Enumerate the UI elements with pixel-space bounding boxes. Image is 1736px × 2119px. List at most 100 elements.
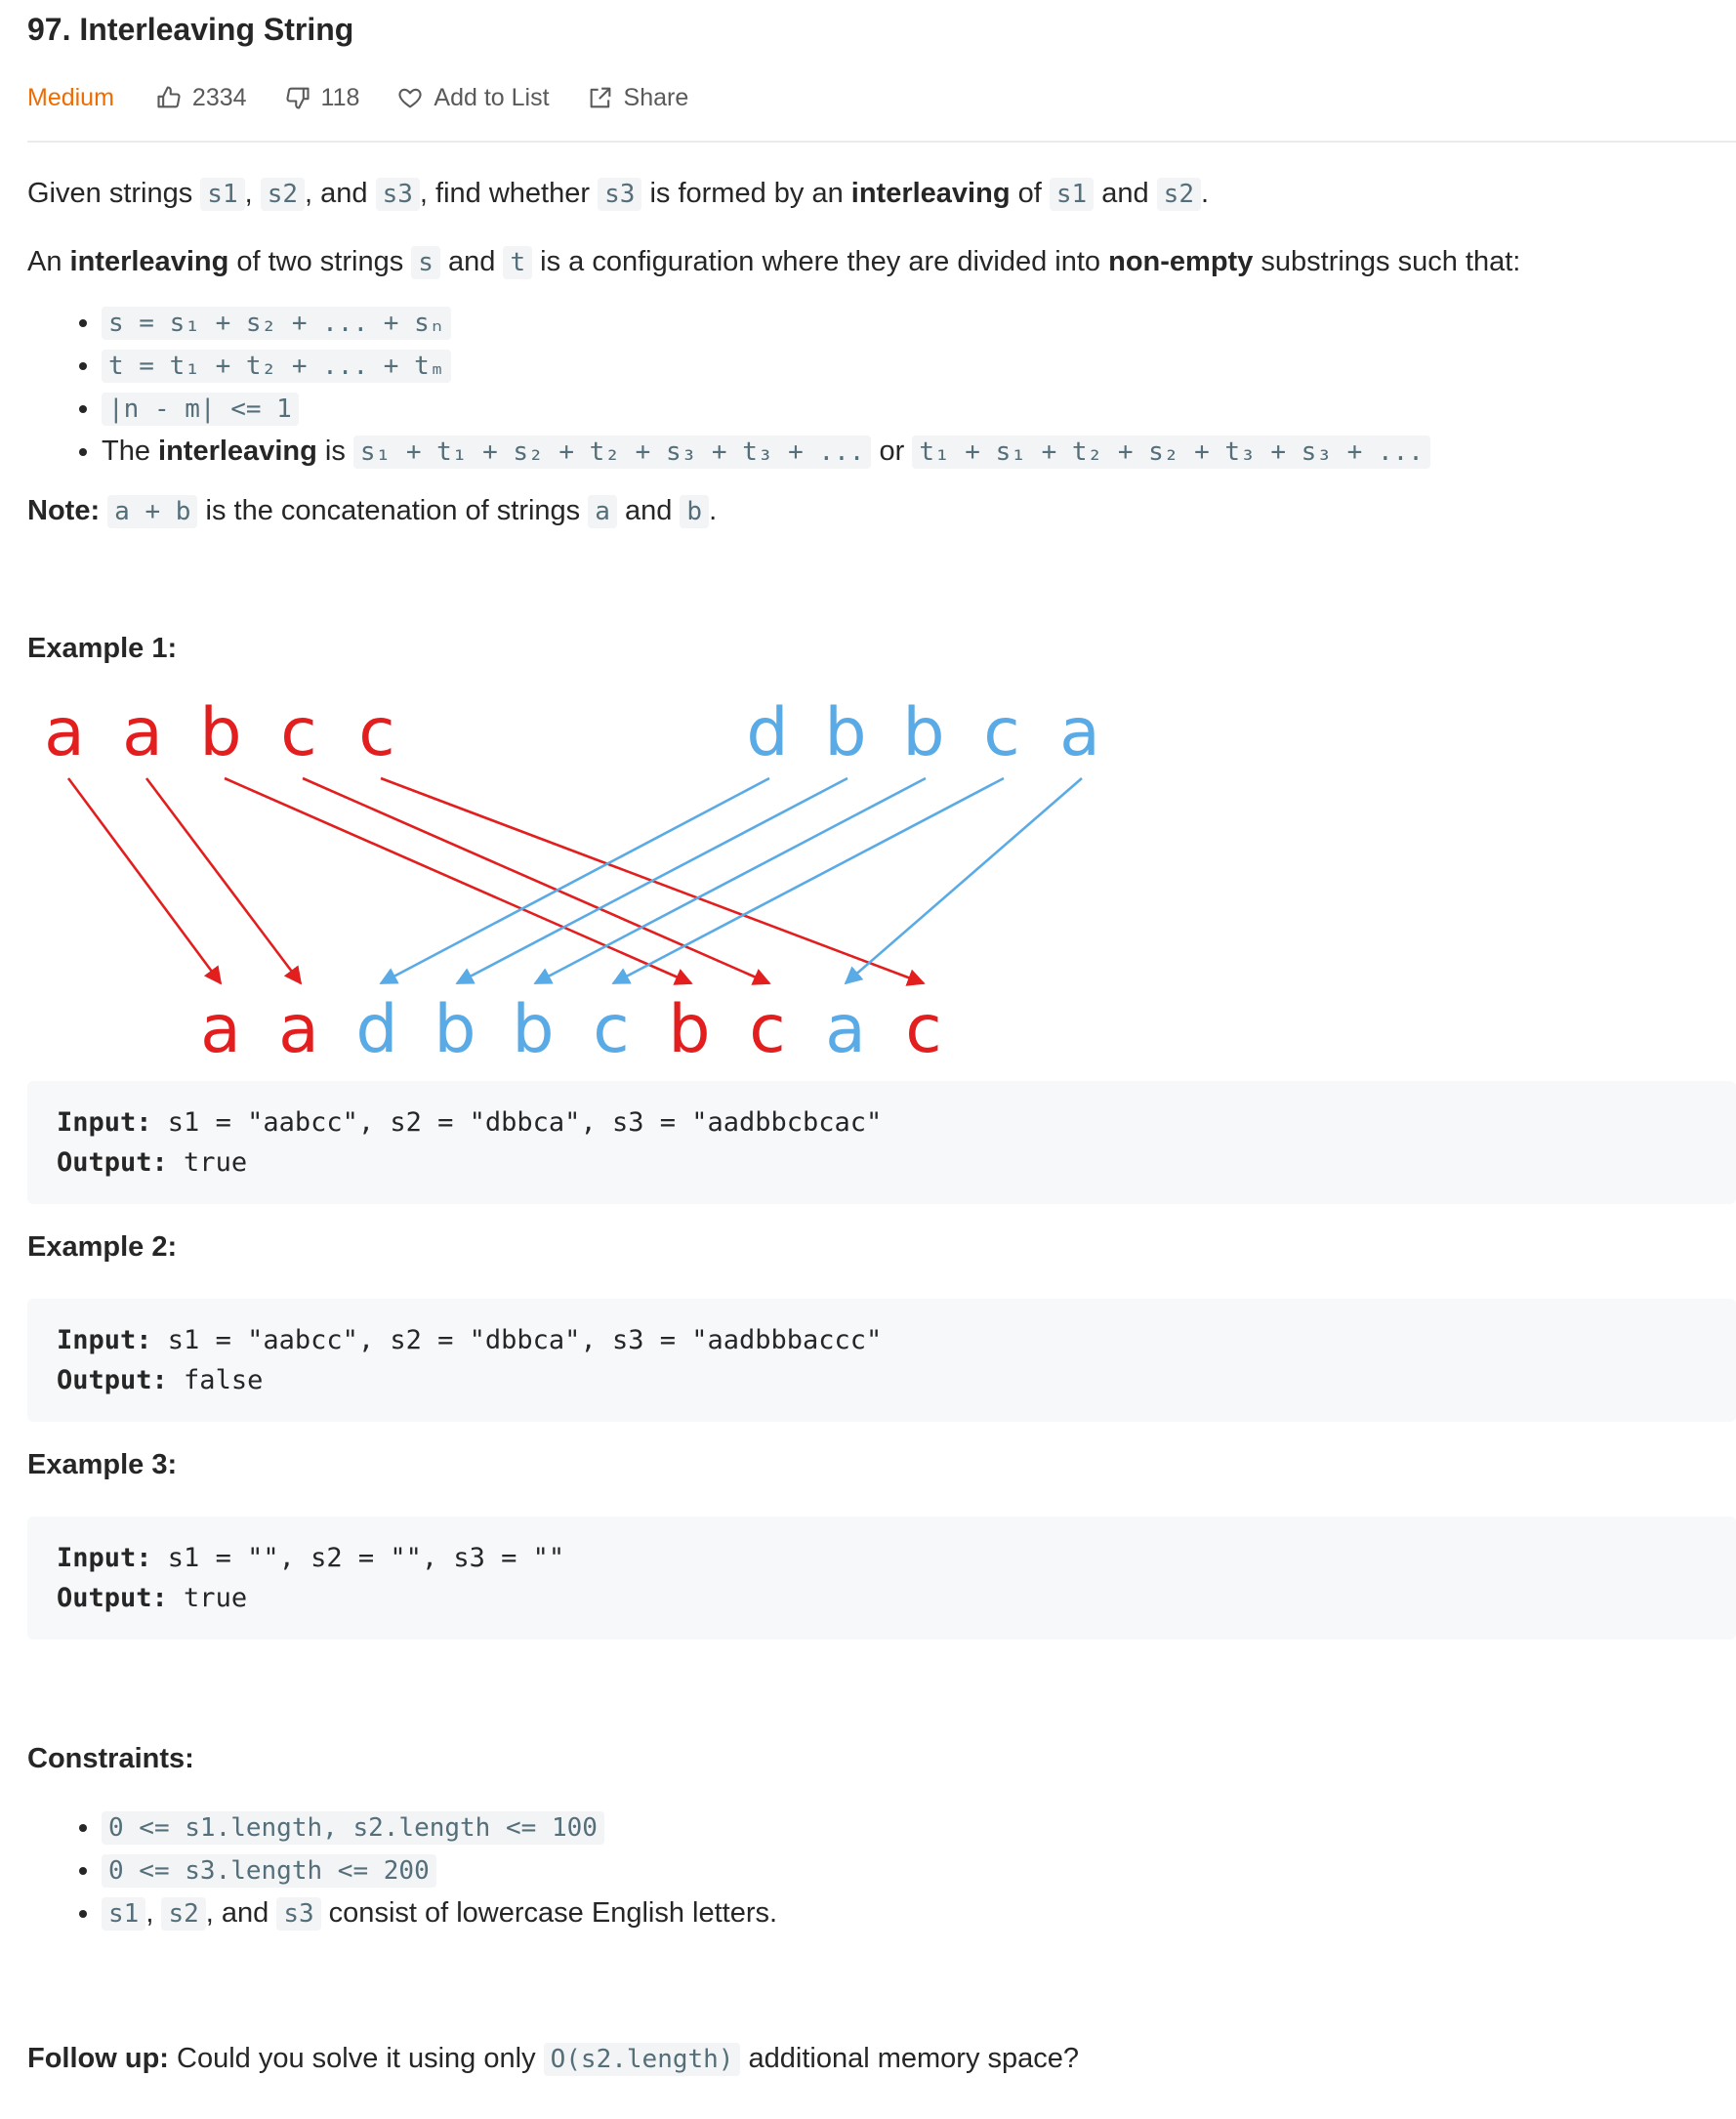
example-3-block: Input: s1 = "", s2 = "", s3 = "" Output:… — [27, 1516, 1736, 1640]
text: or — [871, 435, 913, 467]
s2-letter: c — [983, 694, 1019, 771]
text: , — [145, 1896, 162, 1929]
code-s-equation: s = s₁ + s₂ + ... + sₙ — [102, 306, 452, 340]
problem-description: Given strings s1, s2, and s3, find wheth… — [27, 166, 1736, 2081]
s2-letter: b — [824, 694, 866, 771]
s2-letter: a — [1059, 694, 1100, 771]
s3-letter: a — [200, 991, 241, 1068]
example-output: false — [167, 1364, 264, 1395]
like-button[interactable]: 2334 — [155, 84, 247, 112]
add-to-list-button[interactable]: Add to List — [396, 84, 550, 112]
text: consist of lowercase English letters. — [320, 1896, 778, 1929]
text: . — [1200, 178, 1210, 209]
s2-letter: b — [902, 694, 944, 771]
text: Could you solve it using only — [168, 2042, 544, 2074]
constraints-list: 0 <= s1.length, s2.length <= 100 0 <= s3… — [27, 1807, 1736, 1935]
s3-letter: b — [668, 991, 710, 1068]
text: and — [439, 245, 504, 277]
list-item: t = t₁ + t₂ + ... + tₘ — [102, 345, 1736, 388]
s3-letter: a — [825, 991, 866, 1068]
text: is a configuration where they are divide… — [532, 245, 1109, 277]
text: substrings such that: — [1253, 245, 1521, 277]
problem-meta-bar: Medium 2334 118 Add to List Share — [27, 76, 725, 119]
text: is the concatenation of strings — [197, 494, 589, 526]
text: is formed by an — [641, 178, 851, 209]
s3-letter: d — [355, 991, 397, 1068]
thumbs-down-icon — [285, 87, 310, 109]
share-button[interactable]: Share — [587, 84, 688, 112]
s1-letter: a — [122, 694, 163, 771]
code-s3: s3 — [375, 178, 420, 211]
list-item: 0 <= s3.length <= 200 — [102, 1849, 1736, 1892]
code-interleave-2: t₁ + s₁ + t₂ + s₂ + t₃ + s₃ + ... — [912, 435, 1430, 469]
dislike-button[interactable]: 118 — [284, 84, 359, 112]
s1-arrow-3 — [224, 776, 693, 985]
s3-letter: a — [278, 991, 319, 1068]
s2-arrow-1 — [379, 776, 770, 984]
text: , — [244, 178, 261, 209]
share-icon — [590, 87, 610, 108]
output-label: Output: — [57, 1364, 168, 1395]
s2-letters: d b b c a — [746, 694, 1099, 771]
note-paragraph: Note: a + b is the concatenation of stri… — [27, 489, 1736, 533]
code-t: t — [503, 245, 533, 279]
example-input: s1 = "", s2 = "", s3 = "" — [151, 1542, 565, 1573]
text: Given strings — [27, 178, 201, 209]
s1-letter: c — [280, 694, 316, 771]
code-b: b — [680, 494, 710, 528]
s1-letters: a a b c c — [44, 694, 395, 771]
s3-letter: c — [593, 991, 629, 1068]
bold-interleaving: interleaving — [69, 245, 229, 277]
bold-interleaving: interleaving — [158, 435, 317, 467]
difficulty-badge: Medium — [27, 83, 114, 111]
code-s1: s1 — [1049, 178, 1095, 211]
list-item: s1, s2, and s3 consist of lowercase Engl… — [102, 1892, 1736, 1935]
input-label: Input: — [57, 1542, 152, 1573]
s3-letter: c — [749, 991, 785, 1068]
description-paragraph-2: An interleaving of two strings s and t i… — [27, 240, 1736, 284]
description-paragraph-1: Given strings s1, s2, and s3, find wheth… — [27, 172, 1736, 216]
bold-interleaving: interleaving — [850, 178, 1011, 209]
arrow-group — [66, 776, 1083, 986]
code-t-equation: t = t₁ + t₂ + ... + tₘ — [102, 349, 452, 383]
bold-non-empty: non-empty — [1108, 245, 1254, 277]
code-a-plus-b: a + b — [107, 494, 198, 528]
s1-letter: c — [358, 694, 394, 771]
example-2-block: Input: s1 = "aabcc", s2 = "dbbca", s3 = … — [27, 1298, 1736, 1422]
example-2-heading: Example 2: — [27, 1230, 178, 1263]
example-1-heading: Example 1: — [27, 632, 178, 664]
heart-icon — [398, 88, 422, 108]
code-constraint-2: 0 <= s3.length <= 200 — [102, 1853, 436, 1888]
s2-arrow-4 — [611, 776, 1005, 984]
header-divider — [27, 141, 1736, 143]
s2-arrow-2 — [455, 776, 848, 984]
code-interleave-1: s₁ + t₁ + s₂ + t₂ + s₃ + t₃ + ... — [352, 435, 872, 469]
s2-arrow-5 — [844, 776, 1083, 984]
s1-letter: b — [199, 694, 241, 771]
s3-letter: b — [512, 991, 554, 1068]
like-count: 2334 — [191, 83, 247, 111]
interleaving-diagram: a a b c c d b b c a a a d b b c b c — [44, 694, 1100, 1068]
input-label: Input: — [57, 1324, 152, 1355]
code-s2: s2 — [161, 1896, 206, 1931]
s3-letter: b — [434, 991, 475, 1068]
definition-list: s = s₁ + s₂ + ... + sₙ t = t₁ + t₂ + ...… — [27, 302, 1736, 474]
list-item: The interleaving is s₁ + t₁ + s₂ + t₂ + … — [102, 431, 1736, 474]
note-label: Note: — [27, 494, 101, 526]
s1-letter: a — [44, 694, 85, 771]
s3-letter: c — [905, 991, 941, 1068]
input-label: Input: — [57, 1106, 152, 1138]
list-item: 0 <= s1.length, s2.length <= 100 — [102, 1807, 1736, 1849]
output-label: Output: — [57, 1146, 168, 1178]
code-s: s — [411, 245, 440, 279]
thumbs-up-icon — [157, 86, 181, 108]
example-1-block: Input: s1 = "aabcc", s2 = "dbbca", s3 = … — [27, 1080, 1736, 1204]
code-s3: s3 — [276, 1896, 321, 1931]
text: , and — [305, 178, 376, 209]
s1-arrow-2 — [145, 776, 303, 985]
text: . — [709, 494, 718, 526]
output-label: Output: — [57, 1582, 168, 1613]
example-3-heading: Example 3: — [27, 1448, 178, 1480]
s1-arrow-1 — [66, 776, 223, 985]
s2-arrow-3 — [533, 776, 927, 984]
